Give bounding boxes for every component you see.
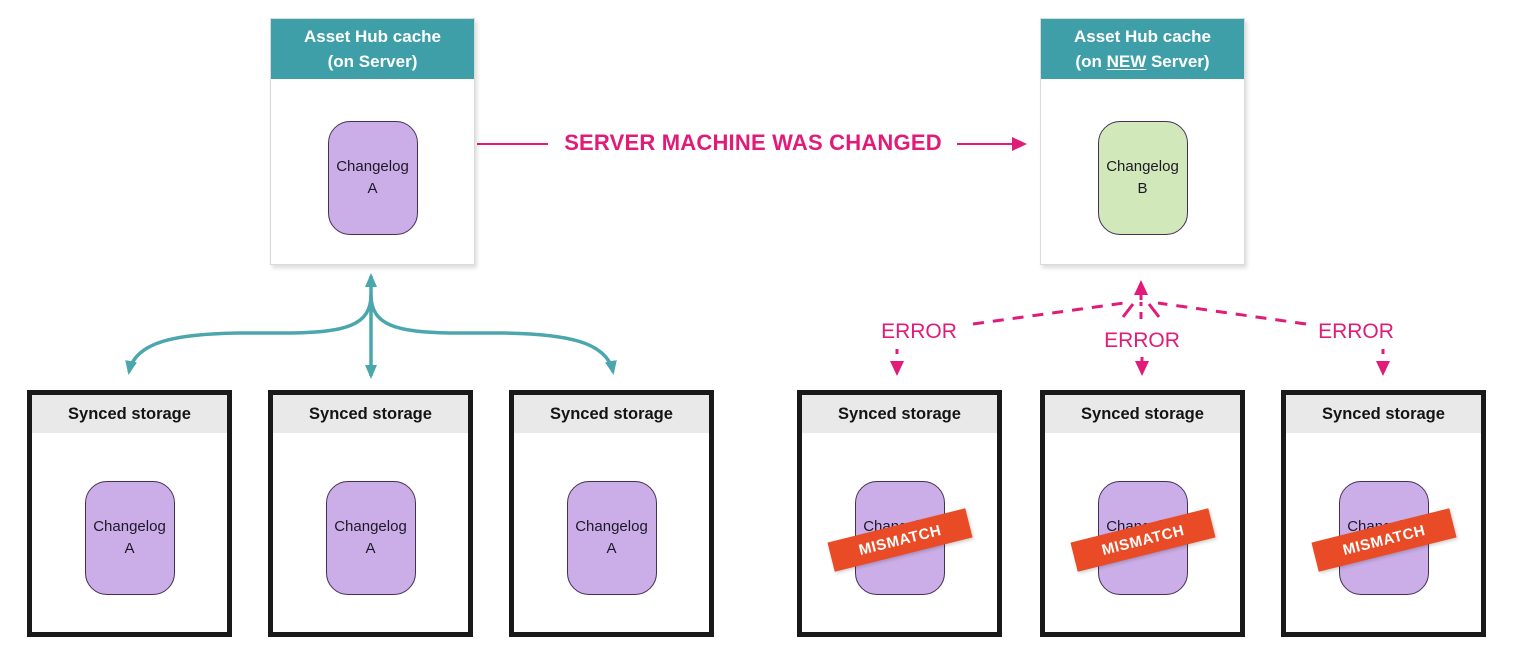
- hub-body: Changelog A: [271, 79, 474, 264]
- changelog-version: A: [124, 540, 135, 557]
- hub-title-line2: (on Server): [327, 52, 418, 71]
- changelog-label: Changelog: [575, 518, 648, 536]
- synced-storage-header: Synced storage: [514, 395, 709, 433]
- synced-storage-card: Synced storage Changelog A: [268, 390, 473, 637]
- error-label: ERROR: [1104, 329, 1180, 352]
- synced-storage-card: Synced storage Changelog A: [27, 390, 232, 637]
- changelog-a-box: Changelog A: [84, 481, 175, 595]
- server-changed-label: SERVER MACHINE WAS CHANGED: [564, 130, 942, 155]
- storage-body: Changelog A: [32, 433, 227, 632]
- changelog-version: A: [367, 180, 378, 197]
- changelog-version: A: [606, 540, 617, 557]
- synced-storage-header: Synced storage: [1286, 395, 1481, 433]
- storage-body: Changelog A MISMATCH: [802, 433, 997, 632]
- changelog-version: B: [1137, 180, 1148, 197]
- synced-storage-header: Synced storage: [32, 395, 227, 433]
- changelog-label: Changelog: [93, 518, 166, 536]
- asset-hub-cache-server-header: Asset Hub cache (on Server): [271, 19, 474, 79]
- asset-hub-cache-server-card: Asset Hub cache (on Server) Changelog A: [270, 18, 475, 265]
- changelog-label: Changelog: [1106, 158, 1179, 176]
- asset-hub-cache-new-server-card: Asset Hub cache (on NEW Server) Changelo…: [1040, 18, 1245, 265]
- changelog-a-box: Changelog A: [325, 481, 416, 595]
- error-label: ERROR: [881, 320, 957, 343]
- storage-body: Changelog A: [514, 433, 709, 632]
- storage-body: Changelog A MISMATCH: [1045, 433, 1240, 632]
- hub-title-line1: Asset Hub cache: [304, 26, 441, 46]
- changelog-label: Changelog: [336, 158, 409, 176]
- synced-storage-header: Synced storage: [273, 395, 468, 433]
- synced-storage-card-mismatch: Synced storage Changelog A MISMATCH: [1040, 390, 1245, 637]
- new-emphasis: NEW: [1106, 52, 1147, 71]
- changelog-version: A: [365, 540, 376, 557]
- hub-body: Changelog B: [1041, 79, 1244, 264]
- synced-storage-card: Synced storage Changelog A: [509, 390, 714, 637]
- changelog-label: Changelog: [334, 518, 407, 536]
- synced-storage-card-mismatch: Synced storage Changelog A MISMATCH: [1281, 390, 1486, 637]
- synced-storage-header: Synced storage: [802, 395, 997, 433]
- synced-storage-card-mismatch: Synced storage Changelog A MISMATCH: [797, 390, 1002, 637]
- storage-body: Changelog A MISMATCH: [1286, 433, 1481, 632]
- changelog-a-box: Changelog A: [566, 481, 657, 595]
- asset-hub-cache-new-server-header: Asset Hub cache (on NEW Server): [1041, 19, 1244, 79]
- storage-body: Changelog A: [273, 433, 468, 632]
- changelog-a-box: Changelog A: [327, 121, 418, 235]
- hub-title-line1: Asset Hub cache: [1074, 26, 1211, 46]
- synced-storage-header: Synced storage: [1045, 395, 1240, 433]
- hub-title-line2: (on NEW Server): [1075, 52, 1210, 71]
- error-label: ERROR: [1318, 320, 1394, 343]
- sync-arrows-graphic: [125, 273, 617, 379]
- changelog-b-box: Changelog B: [1097, 121, 1188, 235]
